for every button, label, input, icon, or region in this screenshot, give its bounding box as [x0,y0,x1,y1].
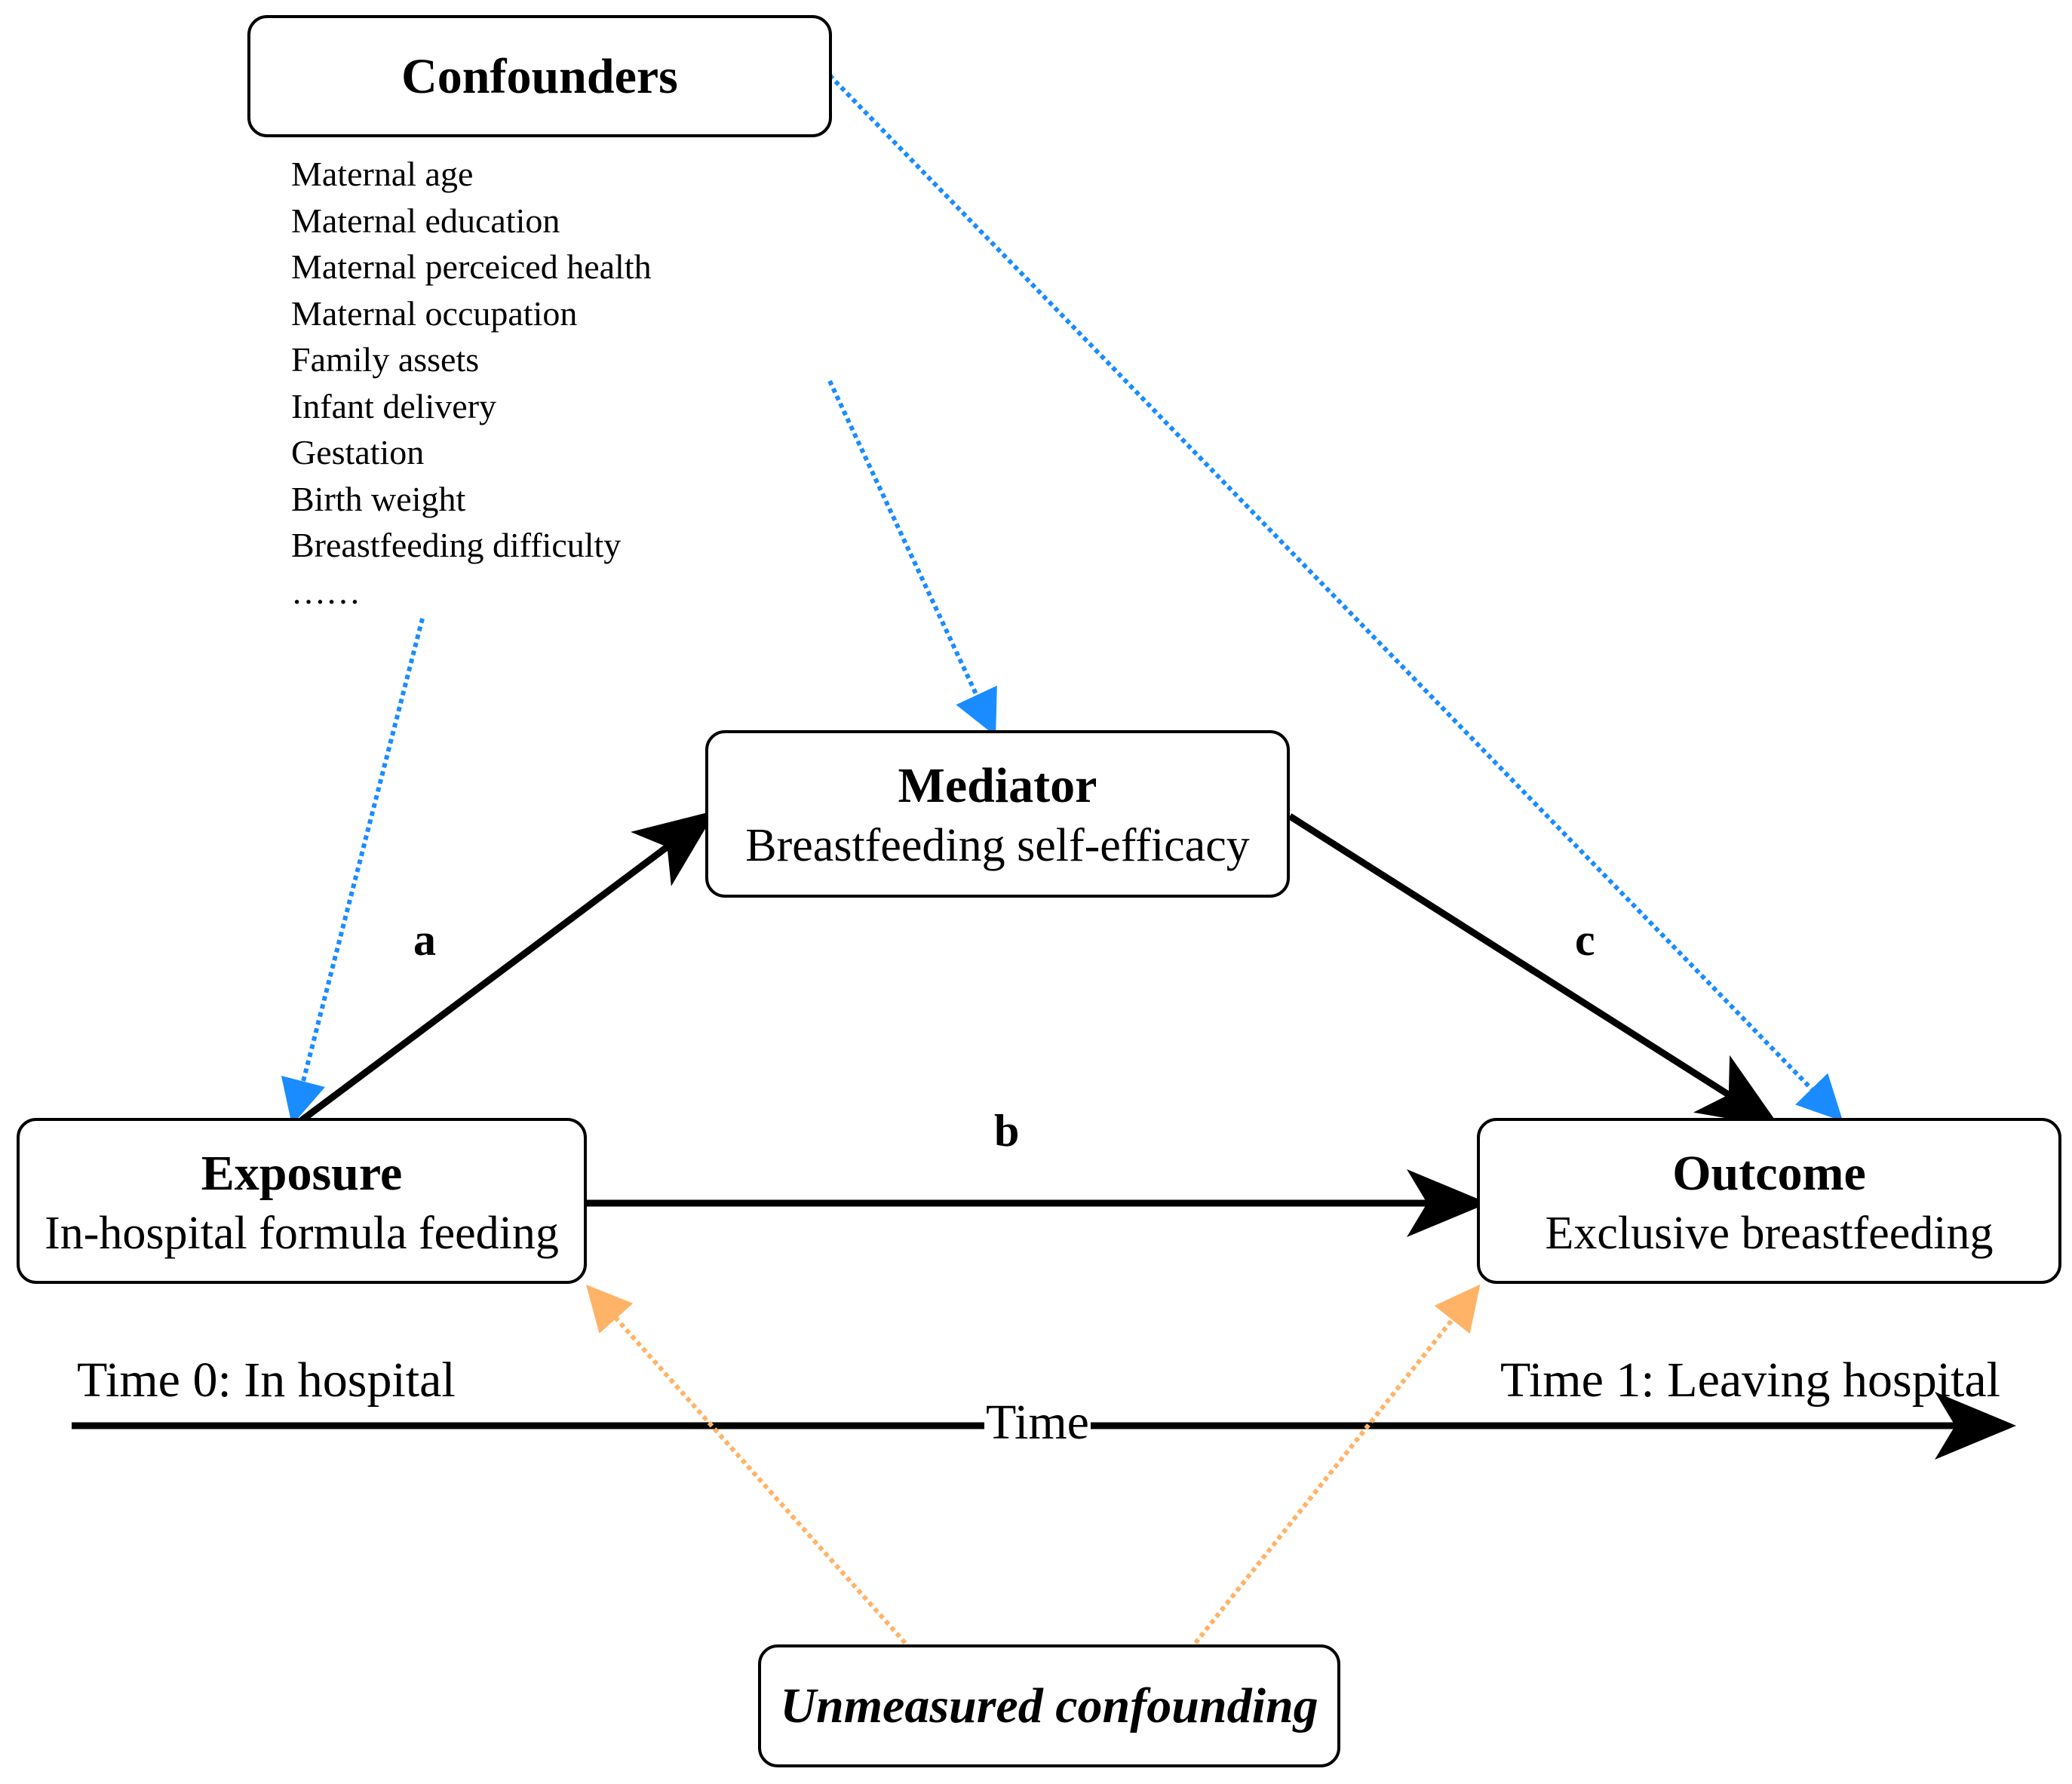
timeline-end-label: Time 1: Leaving hospital [1500,1353,2000,1408]
confounder-item: Maternal age [291,155,474,193]
confounder-item: Gestation [291,433,425,471]
confounder-to-outcome-arrow [827,73,1843,1122]
confounders-title: Confounders [401,49,678,104]
mediator-subtitle: Breastfeeding self-efficacy [745,820,1250,871]
unmeasured-box: Unmeasured confounding [758,1644,1340,1767]
unmeasured-to-exposure-arrow [586,1285,907,1644]
confounders-list: Maternal age Maternal education Maternal… [291,151,652,615]
confounders-box: Confounders [247,15,832,137]
confounder-item: Family assets [291,340,480,379]
confounder-item: Maternal occupation [291,293,578,333]
path-c-arrow [1288,813,1781,1128]
confounder-item: Maternal perceiced health [291,247,652,286]
exposure-subtitle: In-hospital formula feeding [45,1208,559,1259]
mediator-title: Mediator [898,758,1097,813]
timeline-axis-label: Time [984,1394,1091,1451]
unmeasured-title: Unmeasured confounding [780,1678,1318,1733]
path-c-label: c [1575,915,1595,965]
exposure-box: Exposure In-hospital formula feeding [17,1118,587,1284]
path-b-label: b [994,1106,1020,1156]
confounder-to-exposure-arrow [281,618,425,1125]
outcome-title: Outcome [1672,1146,1866,1201]
mediator-box: Mediator Breastfeeding self-efficacy [705,730,1290,898]
timeline-start-label: Time 0: In hospital [77,1353,456,1408]
confounder-item: Breastfeeding difficulty [291,526,622,564]
confounder-item: …… [291,572,361,611]
confounder-item: Maternal education [291,201,560,240]
outcome-box: Outcome Exclusive breastfeeding [1477,1118,2061,1284]
exposure-title: Exposure [201,1146,403,1201]
path-a-label: a [413,915,436,965]
confounder-item: Birth weight [291,479,466,518]
confounder-item: Infant delivery [291,386,497,425]
path-a-arrow [299,810,717,1123]
outcome-subtitle: Exclusive breastfeeding [1545,1208,1994,1259]
unmeasured-to-outcome-arrow [1193,1284,1481,1644]
confounder-to-mediator-arrow [827,379,997,736]
